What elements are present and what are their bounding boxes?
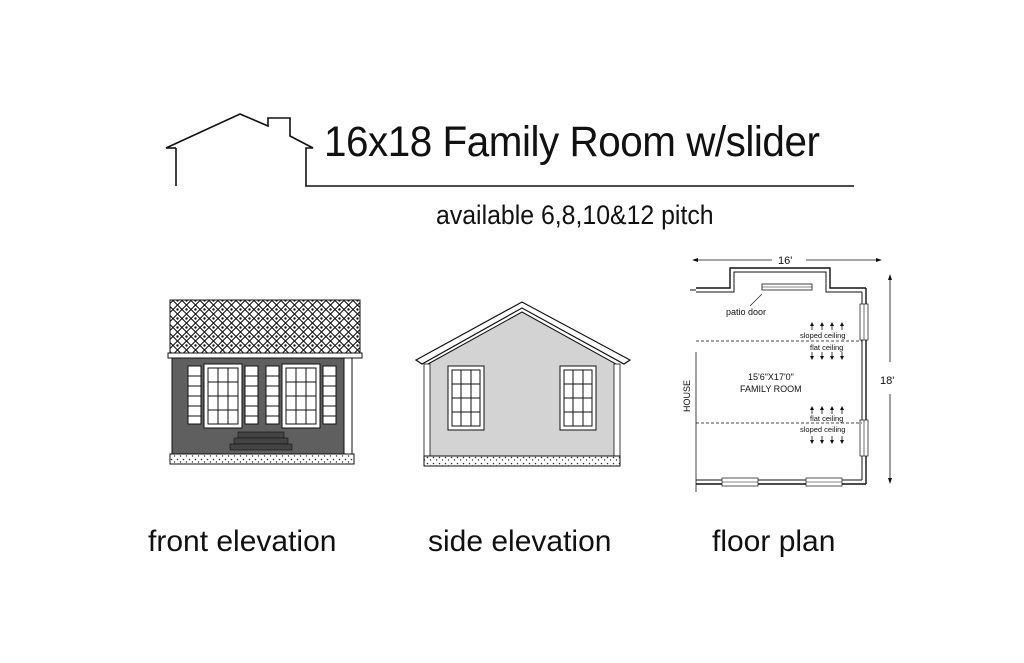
front-elevation-drawing (167, 299, 363, 465)
sloped-ceiling-label-bottom: sloped ceiling (800, 425, 845, 434)
page-title: 16x18 Family Room w/slider (324, 118, 820, 166)
front-elevation-caption: front elevation (148, 525, 337, 558)
room-size-label: 15'6"X17'0" (748, 372, 794, 382)
pitch-subtitle: available 6,8,10&12 pitch (436, 200, 714, 230)
room-name-label: FAMILY ROOM (740, 384, 802, 394)
floor-plan-drawing: 16' 18' patio door sloped ceiling flat c… (682, 255, 894, 492)
patio-door-label: patio door (726, 307, 766, 317)
width-dimension: 16' (778, 255, 792, 267)
floor-plan-caption: floor plan (712, 525, 836, 558)
side-elevation-caption: side elevation (428, 525, 612, 558)
depth-dimension: 18' (880, 375, 894, 387)
side-elevation-drawing (414, 301, 632, 467)
flat-ceiling-label-top: flat ceiling (810, 343, 843, 352)
house-logo-icon (165, 113, 854, 187)
house-label: HOUSE (682, 380, 692, 412)
sloped-ceiling-label-top: sloped ceiling (800, 331, 845, 340)
flat-ceiling-label-bottom: flat ceiling (810, 414, 843, 423)
